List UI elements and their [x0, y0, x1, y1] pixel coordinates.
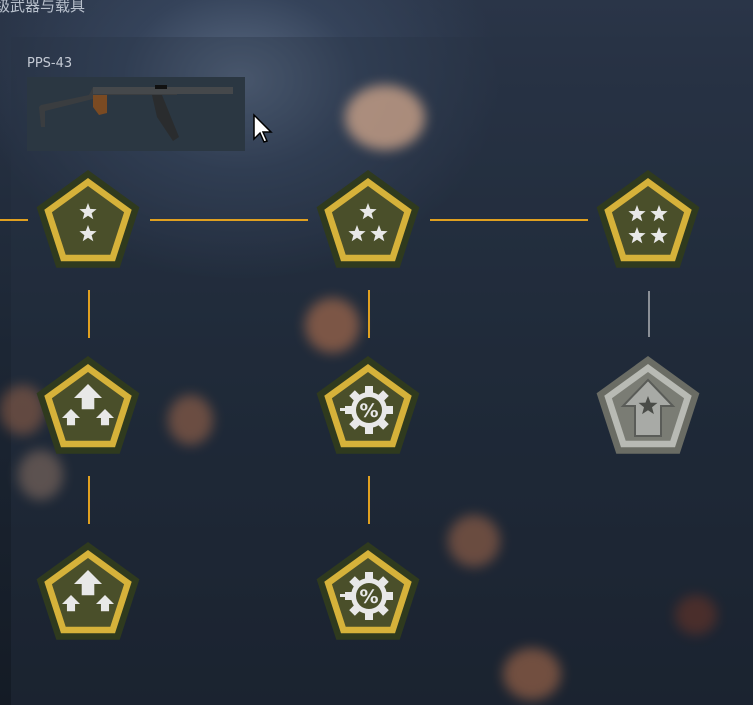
- connector-line: [0, 219, 28, 221]
- connector-line: [88, 290, 90, 338]
- badge-rank-3-stars[interactable]: [315, 168, 421, 270]
- connector-line: [430, 219, 588, 221]
- star-arrow-icon: [596, 356, 700, 454]
- badge-upgrade-arrows-1[interactable]: [35, 354, 141, 456]
- upgrade-arrows-icon: [36, 542, 140, 640]
- mouse-cursor-icon: [253, 113, 273, 143]
- connector-line: [150, 219, 308, 221]
- four-stars-icon: [596, 170, 700, 268]
- gear-percent-icon: %: [316, 356, 420, 454]
- badge-rank-2-stars[interactable]: [35, 168, 141, 270]
- bokeh: [448, 515, 500, 567]
- bokeh: [345, 85, 425, 150]
- connector-line: [368, 290, 370, 338]
- bokeh: [305, 298, 360, 353]
- three-stars-icon: [316, 170, 420, 268]
- connector-line: [648, 291, 650, 337]
- badge-upgrade-arrows-2[interactable]: [35, 540, 141, 642]
- bokeh: [18, 450, 63, 500]
- bokeh: [675, 595, 717, 635]
- badge-rank-4-stars[interactable]: [595, 168, 701, 270]
- connector-line: [368, 476, 370, 524]
- connector-line: [88, 476, 90, 524]
- badge-gear-percent-2[interactable]: %: [315, 540, 421, 642]
- smg-icon: [39, 85, 233, 141]
- badge-gear-percent-1[interactable]: %: [315, 354, 421, 456]
- bokeh: [503, 648, 561, 700]
- upgrade-arrows-icon: [36, 356, 140, 454]
- bokeh: [168, 395, 213, 445]
- svg-text:%: %: [359, 586, 378, 608]
- page-title: 级武器与载具: [0, 0, 86, 15]
- gear-percent-icon: %: [316, 542, 420, 640]
- svg-text:%: %: [359, 400, 378, 422]
- two-stars-icon: [36, 170, 140, 268]
- weapon-image: [27, 77, 245, 151]
- weapon-name: PPS-43: [27, 56, 73, 71]
- badge-star-arrow-locked[interactable]: [595, 354, 701, 456]
